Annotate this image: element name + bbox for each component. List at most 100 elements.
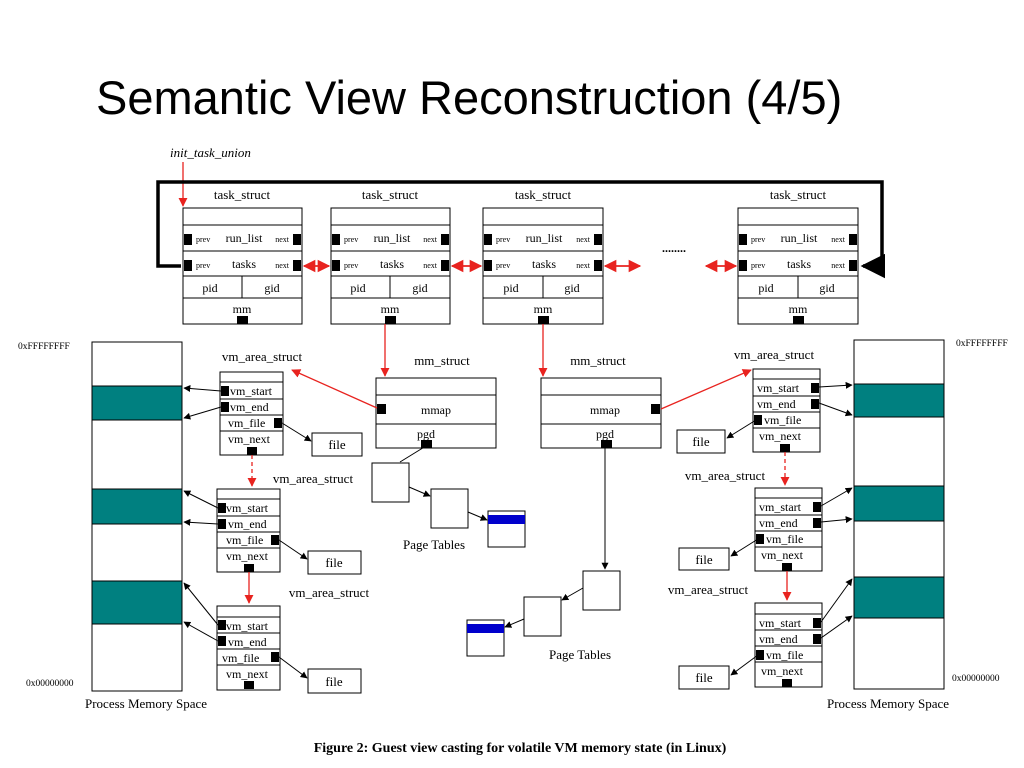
tasks-label: tasks: [787, 257, 811, 271]
next-label: next: [831, 261, 846, 270]
vm-next-label: vm_next: [228, 432, 271, 446]
prev-label: prev: [344, 235, 358, 244]
vm-end-label: vm_end: [759, 516, 798, 530]
mm-label: mm: [534, 302, 553, 316]
next-label: next: [576, 235, 591, 244]
mm-struct-label: mm_struct: [414, 353, 470, 368]
vm-file-label: vm_file: [228, 416, 265, 430]
vm-start-label: vm_start: [226, 501, 269, 515]
vm-area-struct-left-2: vm_area_struct vm_start vm_end vm_file v…: [216, 471, 354, 573]
vm-area-struct-label: vm_area_struct: [734, 347, 815, 362]
vm-file-label: vm_file: [764, 413, 801, 427]
file-label: file: [325, 674, 343, 689]
vm-end-label: vm_end: [228, 635, 267, 649]
vm-end-label: vm_end: [757, 397, 796, 411]
vm-file-label: vm_file: [766, 648, 803, 662]
pid-label: pid: [758, 281, 773, 295]
process-memory-space-label: Process Memory Space: [85, 696, 207, 711]
prev-label: prev: [344, 261, 358, 270]
vm-next-label: vm_next: [759, 429, 802, 443]
address-low-label: 0x00000000: [952, 674, 1000, 684]
tasks-label: tasks: [532, 257, 556, 271]
process-memory-space-label: Process Memory Space: [827, 696, 949, 711]
address-high-label: 0xFFFFFFFF: [956, 339, 1008, 349]
next-label: next: [831, 235, 846, 244]
run-list-label: run_list: [781, 231, 818, 245]
mmap-label: mmap: [421, 403, 451, 417]
task-struct-label: task_struct: [515, 187, 572, 202]
vm-start-label: vm_start: [230, 384, 273, 398]
run-list-label: run_list: [526, 231, 563, 245]
gid-label: gid: [264, 281, 279, 295]
task-struct-4: task_struct prev run_list next prev task…: [737, 187, 859, 325]
file-box: file: [676, 429, 726, 454]
vm-area-struct-label: vm_area_struct: [668, 582, 749, 597]
task-struct-1: task_struct prev run_list next prev task…: [182, 187, 303, 325]
process-memory-space-right: 0xFFFFFFFF 0x00000000 Process Memory Spa…: [827, 339, 1008, 711]
next-label: next: [275, 261, 290, 270]
task-struct-label: task_struct: [214, 187, 271, 202]
file-box: file: [678, 665, 730, 690]
mm-label: mm: [789, 302, 808, 316]
tasks-label: tasks: [232, 257, 256, 271]
vm-area-struct-right-2: vm_area_struct vm_start vm_end vm_file v…: [685, 468, 823, 572]
mm-label: mm: [381, 302, 400, 316]
page-tables-label: Page Tables: [403, 537, 465, 552]
pid-label: pid: [202, 281, 217, 295]
prev-label: prev: [751, 235, 765, 244]
file-box: file: [311, 432, 363, 457]
file-box: file: [678, 547, 730, 571]
vm-start-label: vm_start: [759, 500, 802, 514]
vm-area-struct-label: vm_area_struct: [685, 468, 766, 483]
vm-start-label: vm_start: [226, 619, 269, 633]
vm-area-struct-label: vm_area_struct: [273, 471, 354, 486]
mm-struct-label: mm_struct: [570, 353, 626, 368]
file-label: file: [695, 670, 713, 685]
vm-file-label: vm_file: [766, 532, 803, 546]
gid-label: gid: [564, 281, 579, 295]
vm-start-label: vm_start: [757, 381, 800, 395]
file-label: file: [325, 555, 343, 570]
process-memory-space-left: 0xFFFFFFFF 0x00000000 Process Memory Spa…: [18, 341, 207, 711]
vm-area-struct-left-1: vm_area_struct vm_start vm_end vm_file v…: [219, 349, 302, 456]
next-label: next: [275, 235, 290, 244]
vm-start-label: vm_start: [759, 616, 802, 630]
prev-label: prev: [751, 261, 765, 270]
pgd-label: pgd: [596, 427, 614, 441]
vm-next-label: vm_next: [761, 664, 804, 678]
vm-file-label: vm_file: [226, 533, 263, 547]
init-task-union-label: init_task_union: [170, 145, 251, 160]
prev-label: prev: [196, 235, 210, 244]
pid-label: pid: [503, 281, 518, 295]
prev-label: prev: [196, 261, 210, 270]
vm-next-label: vm_next: [226, 549, 269, 563]
file-label: file: [692, 434, 710, 449]
vm-area-struct-left-3: vm_area_struct vm_start vm_end vm_file v…: [216, 585, 370, 691]
file-label: file: [328, 437, 346, 452]
vm-next-label: vm_next: [226, 667, 269, 681]
gid-label: gid: [412, 281, 427, 295]
vm-area-struct-right-1: vm_area_struct vm_start vm_end vm_file v…: [734, 347, 821, 453]
task-struct-3: task_struct prev run_list next prev task…: [482, 187, 604, 325]
next-label: next: [576, 261, 591, 270]
vm-end-label: vm_end: [228, 517, 267, 531]
vm-area-struct-label: vm_area_struct: [289, 585, 370, 600]
prev-label: prev: [496, 235, 510, 244]
pgd-label: pgd: [417, 427, 435, 441]
page-tables-left: Page Tables: [371, 445, 526, 552]
slide-title: Semantic View Reconstruction (4/5): [96, 71, 843, 124]
mm-label: mm: [233, 302, 252, 316]
task-struct-2: task_struct prev run_list next prev task…: [330, 187, 451, 325]
pid-label: pid: [350, 281, 365, 295]
prev-label: prev: [496, 261, 510, 270]
page-tables-right: Page Tables: [466, 448, 621, 662]
file-label: file: [695, 552, 713, 567]
task-struct-label: task_struct: [770, 187, 827, 202]
vm-end-label: vm_end: [230, 400, 269, 414]
next-label: next: [423, 261, 438, 270]
tasks-label: tasks: [380, 257, 404, 271]
address-high-label: 0xFFFFFFFF: [18, 342, 70, 352]
mm-struct-right: mm_struct mmap pgd: [540, 353, 662, 449]
task-struct-label: task_struct: [362, 187, 419, 202]
